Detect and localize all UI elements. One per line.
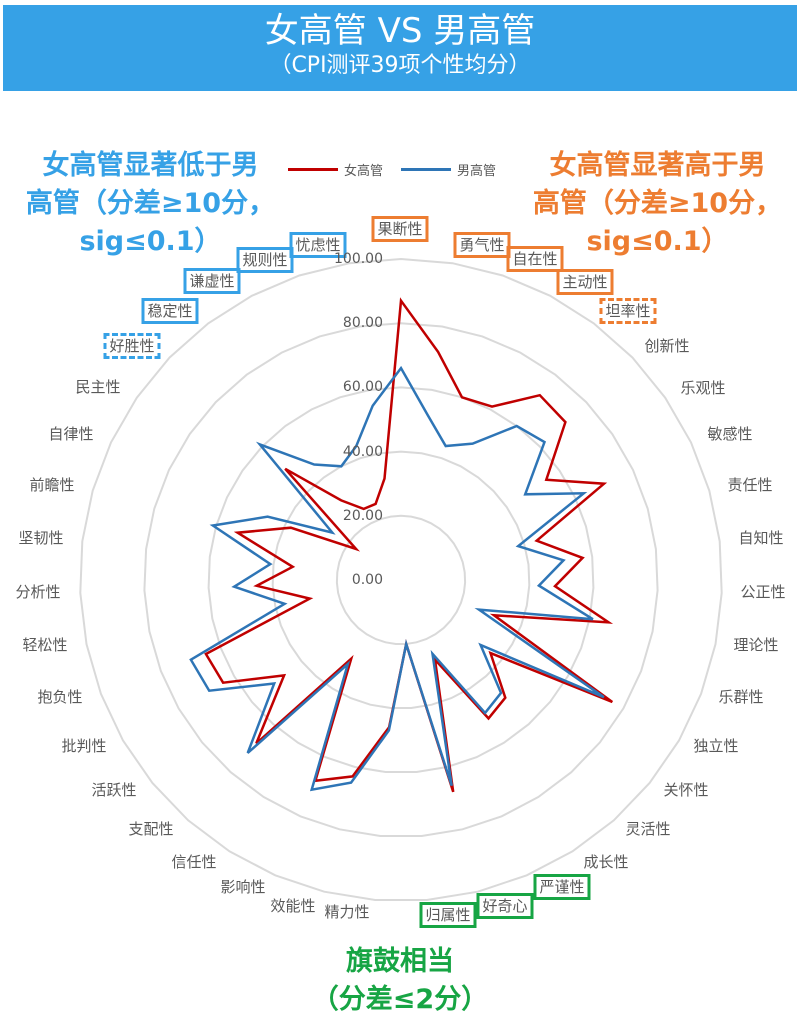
axis-label: 坚韧性 [18,529,64,547]
axis-label: 精力性 [324,903,370,921]
axis-label: 轻松性 [22,636,68,654]
axis-label: 影响性 [220,878,266,896]
axis-label: 公正性 [740,583,786,601]
tick-label: 20.00 [342,507,383,524]
annotation-higher-line: 女高管显著高于男 [549,150,766,181]
title-bar: 女高管 VS 男高管 （CPI测评39项个性均分） [3,5,797,91]
page-subtitle: （CPI测评39项个性均分） [269,53,531,78]
annotation-higher-line: sig≤0.1） [586,226,729,257]
legend-item-female: 女高管 [288,160,383,179]
axis-label: 抱负性 [37,688,83,706]
annotation-higher: 女高管显著高于男 高管（分差≥10分， sig≤0.1） [520,147,795,261]
axis-label: 分析性 [15,583,61,601]
annotation-lower: 女高管显著低于男 高管（分差≥10分， sig≤0.1） [8,147,293,261]
tick-label: 60.00 [342,379,383,396]
series-female-line [204,297,614,793]
axis-label: 严谨性 [533,874,591,900]
axis-label: 坦率性 [599,298,657,324]
annotation-lower-line: 女高管显著低于男 [42,150,259,181]
annotation-higher-line: 高管（分差≥10分， [532,188,783,219]
axis-label: 创新性 [644,337,690,355]
grid-ring [207,386,595,773]
axis-label: 乐群性 [718,688,764,706]
axis-label: 主动性 [556,269,614,295]
tick-label: 40.00 [342,443,383,460]
legend-item-male: 男高管 [401,160,496,179]
grid-ring [271,450,531,709]
axis-label: 理论性 [733,636,779,654]
annotation-lower-line: 高管（分差≥10分， [25,188,276,219]
annotation-lower-line: sig≤0.1） [79,226,222,257]
axis-label: 归属性 [419,902,477,928]
grid-ring [79,257,723,901]
tick-label: 100.00 [334,251,383,267]
tick-label: 80.00 [342,315,383,332]
tick-label: 0.00 [351,572,383,588]
axis-label: 好奇心 [476,893,534,919]
series-male-line [189,365,605,792]
axis-label: 效能性 [270,897,316,915]
axis-label: 规则性 [236,247,294,273]
legend-label-female: 女高管 [344,164,384,179]
legend-swatch-male [401,168,452,171]
axis-label: 关怀性 [663,781,709,799]
axis-label: 谦虚性 [183,268,241,294]
legend-swatch-female [288,168,338,171]
axis-label: 信任性 [171,853,217,871]
axis-label: 好胜性 [103,333,161,359]
axis-label: 勇气性 [453,232,511,258]
axis-label: 责任性 [727,476,773,494]
axis-label: 乐观性 [680,379,726,397]
axis-label: 灵活性 [625,820,671,838]
axis-label: 批判性 [61,737,107,755]
axis-label: 民主性 [75,378,121,396]
chart-legend: 女高管 男高管 [288,160,506,179]
axis-label: 稳定性 [141,298,199,324]
axis-label: 独立性 [693,737,739,755]
axis-label: 果断性 [371,216,429,242]
axis-label: 支配性 [128,820,174,838]
axis-label: 自在性 [506,246,564,272]
annotation-equal: 旗鼓相当 （分差≤2分） [270,943,530,1019]
axis-label: 成长性 [583,853,629,871]
annotation-equal-line: 旗鼓相当 [346,946,454,977]
legend-label-male: 男高管 [457,164,497,179]
annotation-equal-line: （分差≤2分） [311,984,489,1015]
axis-label: 自知性 [738,529,784,547]
axis-label: 敏感性 [707,425,753,443]
axis-label: 自律性 [48,425,94,443]
grid-ring [143,322,659,837]
axis-label: 前瞻性 [29,476,75,494]
page-title: 女高管 VS 男高管 [264,11,536,51]
grid-ring [335,514,467,645]
axis-label: 忧虑性 [289,232,347,258]
axis-label: 活跃性 [91,781,137,799]
